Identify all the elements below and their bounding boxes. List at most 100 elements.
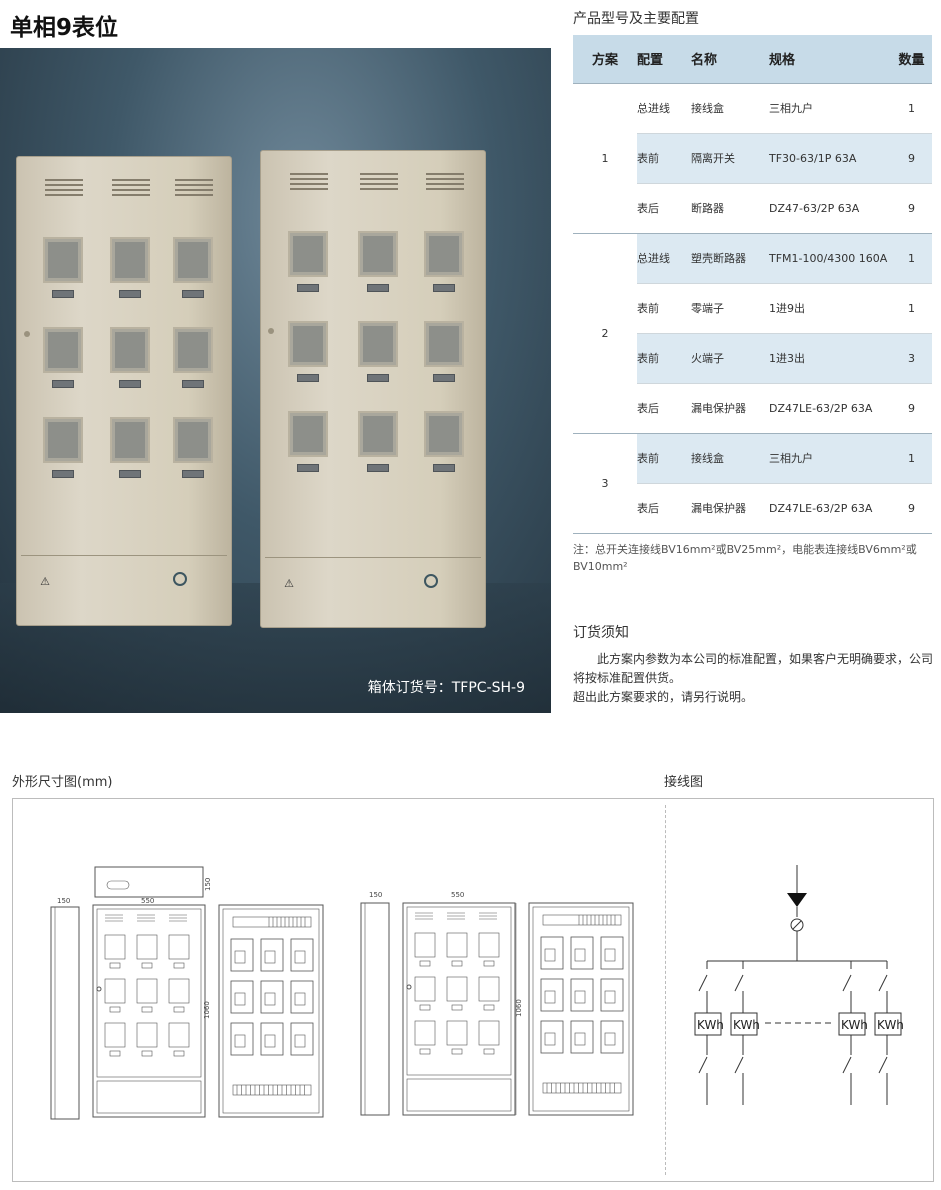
meter-window xyxy=(109,327,150,373)
switch-slot xyxy=(367,374,390,382)
front-door xyxy=(96,908,202,1078)
photo-caption: 箱体订货号：TFPC-SH-9 xyxy=(367,680,525,696)
switch-blade xyxy=(734,1056,744,1074)
terminal-top xyxy=(542,914,622,926)
switch-slot xyxy=(432,464,455,472)
qty-cell: 1 xyxy=(891,433,932,484)
name-cell: 零端子 xyxy=(691,283,769,334)
meter-outline xyxy=(230,1022,254,1056)
slot-outline xyxy=(141,962,153,969)
meter-outline xyxy=(570,936,594,970)
qty-cell: 9 xyxy=(891,383,932,434)
config-cell: 表后 xyxy=(637,183,691,234)
door-handle xyxy=(24,330,30,337)
window-outline xyxy=(478,1020,500,1046)
meter-outline xyxy=(260,980,284,1014)
meter-window xyxy=(288,321,329,367)
slot-outline xyxy=(451,960,463,967)
order-title: 订货须知 xyxy=(573,625,629,641)
spec-cell: TF30-63/1P 63A xyxy=(769,133,891,184)
meter-face xyxy=(234,950,246,964)
meter-face xyxy=(574,948,586,962)
meter-face xyxy=(264,992,276,1006)
config-cell: 表后 xyxy=(637,383,691,434)
meter-face xyxy=(234,992,246,1006)
meter-window xyxy=(288,411,329,457)
name-cell: 漏电保护器 xyxy=(691,383,769,434)
window-outline xyxy=(168,978,190,1004)
window-outline xyxy=(168,934,190,960)
meter-outline xyxy=(230,938,254,972)
meter-face xyxy=(294,1034,306,1048)
switch-slot xyxy=(297,464,320,472)
meter-outline xyxy=(570,978,594,1012)
terminal-top xyxy=(232,916,312,928)
config-cell: 表前 xyxy=(637,333,691,384)
handle-mark xyxy=(96,986,102,992)
header-name: 名称 xyxy=(691,35,769,84)
cabinet-right: ⚠ xyxy=(260,150,486,628)
meter-window xyxy=(172,237,213,283)
spec-cell: DZ47-63/2P 63A xyxy=(769,183,891,234)
meter-window xyxy=(109,237,150,283)
switch-slot xyxy=(297,374,320,382)
meter-box xyxy=(874,1012,902,1036)
window-outline xyxy=(136,1022,158,1048)
dimension-title: 外形尺寸图(mm) xyxy=(12,775,113,790)
meter-window xyxy=(358,231,399,277)
plan-cell: 1 xyxy=(573,83,637,234)
meter-outline xyxy=(260,938,284,972)
meter-window xyxy=(423,321,464,367)
slot-outline xyxy=(483,960,495,967)
front-lower-door xyxy=(96,1080,202,1114)
meter-window xyxy=(42,237,83,283)
warning-icon: ⚠ xyxy=(40,575,50,588)
door-handle xyxy=(268,327,274,334)
meter-face xyxy=(604,990,616,1004)
meter-window xyxy=(42,327,83,373)
dim-label: 150 xyxy=(204,878,212,891)
switch-slot xyxy=(432,374,455,382)
qty-cell: 9 xyxy=(891,483,932,534)
meter-outline xyxy=(290,1022,314,1056)
config-cell: 表前 xyxy=(637,133,691,184)
meter-face xyxy=(294,950,306,964)
vent-slots xyxy=(425,173,464,191)
meter-box xyxy=(694,1012,722,1036)
slot-outline xyxy=(451,1048,463,1055)
window-outline xyxy=(104,934,126,960)
switch-slot xyxy=(367,464,390,472)
logo-icon xyxy=(172,572,187,586)
switch-slot xyxy=(51,380,74,388)
meter-outline xyxy=(600,936,624,970)
dim-label: 550 xyxy=(141,897,154,905)
window-outline xyxy=(136,934,158,960)
slot-outline xyxy=(483,1004,495,1011)
qty-cell: 9 xyxy=(891,133,932,184)
name-cell: 接线盒 xyxy=(691,83,769,134)
slot-outline xyxy=(141,1050,153,1057)
meter-label: KWh xyxy=(697,1018,724,1032)
front-door xyxy=(406,906,512,1076)
meter-window xyxy=(423,231,464,277)
switch-slot xyxy=(432,284,455,292)
vent-slots xyxy=(360,173,399,191)
window-outline xyxy=(104,978,126,1004)
spec-title: 产品型号及主要配置 xyxy=(573,11,699,27)
config-cell: 总进线 xyxy=(637,83,691,134)
switch-slot xyxy=(118,380,141,388)
switch-blade xyxy=(878,1056,888,1074)
meter-face xyxy=(544,948,556,962)
terminal-bottom xyxy=(232,1084,312,1096)
cabinet-left: ⚠ xyxy=(16,156,232,626)
front-outline xyxy=(402,902,516,1116)
meter-window xyxy=(358,321,399,367)
name-cell: 塑壳断路器 xyxy=(691,233,769,284)
plan-cell: 2 xyxy=(573,233,637,434)
slot-outline xyxy=(109,962,121,969)
config-cell: 表后 xyxy=(637,483,691,534)
header-spec: 规格 xyxy=(769,35,891,84)
meter-face xyxy=(574,990,586,1004)
meter-outline xyxy=(540,936,564,970)
